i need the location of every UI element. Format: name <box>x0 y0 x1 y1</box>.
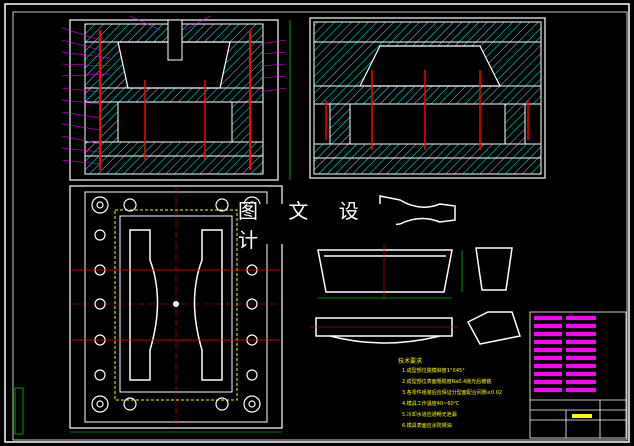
notes-title: 技术要求 <box>398 358 423 365</box>
watermark-label: 图 文 设 计 <box>238 199 396 252</box>
drawing-frame-outer <box>4 3 630 443</box>
note-item: 4.模具工作温度40~60℃ <box>402 401 460 407</box>
plan-view <box>69 185 283 433</box>
note-item: 1.成型部位脱模斜度1°X45° <box>402 368 465 374</box>
side-section-view <box>309 17 546 179</box>
note-item: 5.冷却水道应通畅无泄漏 <box>402 412 457 418</box>
main-section-view <box>61 15 291 181</box>
note-item: 2.成型部位表面粗糙度Ra0.4抛光后镀铬 <box>402 379 492 385</box>
note-item: 3.各零件组装后应保证分型面配合间隙≤0.02 <box>402 390 503 396</box>
title-block <box>529 311 627 439</box>
drawing-frame-inner <box>12 11 628 441</box>
side-strip <box>14 387 24 435</box>
note-item: 6.模具表面应涂防锈油 <box>402 423 452 429</box>
title-block-rows <box>534 316 596 418</box>
part-views <box>315 195 521 345</box>
